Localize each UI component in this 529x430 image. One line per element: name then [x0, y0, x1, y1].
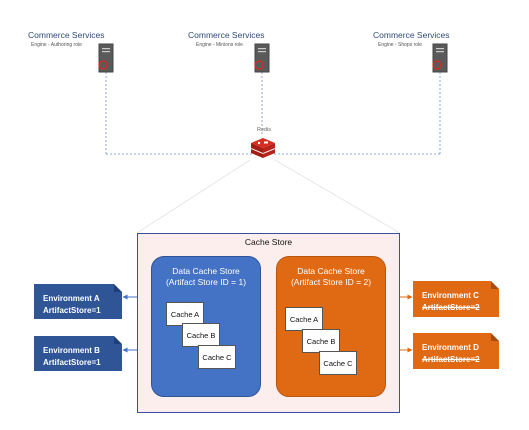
environment-name: Environment A	[43, 294, 100, 303]
service-title: Commerce Services	[28, 30, 105, 40]
network-lines	[105, 72, 441, 155]
environment-d: Environment D ArtifactStore=2	[413, 333, 499, 369]
environment-store: ArtifactStore=1	[43, 358, 101, 367]
environment-name: Environment D	[422, 343, 479, 352]
server-icon	[254, 43, 270, 73]
service-subtitle: Engine - Authoring role	[31, 42, 82, 48]
environment-store: ArtifactStore=2	[422, 303, 480, 312]
data-cache-store-title: Data Cache Store (Artifact Store ID = 1)	[152, 266, 260, 288]
cache-box: Cache C	[198, 345, 236, 369]
redis-icon	[251, 138, 275, 158]
projection-lines	[136, 159, 401, 234]
cache-box: Cache A	[285, 307, 323, 331]
data-cache-store-title-line2: (Artifact Store ID = 2)	[290, 277, 372, 287]
service-subtitle: Engine - Shops role	[378, 42, 422, 48]
page-fold-icon	[491, 281, 499, 289]
environment-a: Environment A ArtifactStore=1	[34, 284, 122, 319]
cache-box: Cache C	[319, 351, 357, 375]
server-icon	[432, 43, 448, 73]
data-cache-store-title-line1: Data Cache Store	[297, 266, 365, 276]
environment-c: Environment C ArtifactStore=2	[413, 281, 499, 317]
page-fold-icon	[114, 336, 122, 344]
cache-box: Cache A	[166, 302, 204, 326]
cache-box: Cache B	[302, 329, 340, 353]
service-subtitle: Engine - Minions role	[196, 42, 243, 48]
redis-label: Redis	[257, 127, 272, 133]
service-title: Commerce Services	[373, 30, 450, 40]
cache-store-title: Cache Store	[244, 237, 293, 247]
environment-name: Environment B	[43, 346, 100, 355]
server-icon	[98, 43, 114, 73]
service-title: Commerce Services	[188, 30, 265, 40]
cache-box: Cache B	[182, 323, 220, 347]
data-cache-store-title-line1: Data Cache Store	[172, 266, 240, 276]
environment-store: ArtifactStore=1	[43, 306, 101, 315]
page-fold-icon	[114, 284, 122, 292]
data-cache-store-title-line2: (Artifact Store ID = 1)	[165, 277, 247, 287]
page-fold-icon	[491, 333, 499, 341]
environment-store: ArtifactStore=2	[422, 355, 480, 364]
environment-name: Environment C	[422, 291, 479, 300]
environment-b: Environment B ArtifactStore=1	[34, 336, 122, 371]
data-cache-store-title: Data Cache Store (Artifact Store ID = 2)	[277, 266, 385, 288]
